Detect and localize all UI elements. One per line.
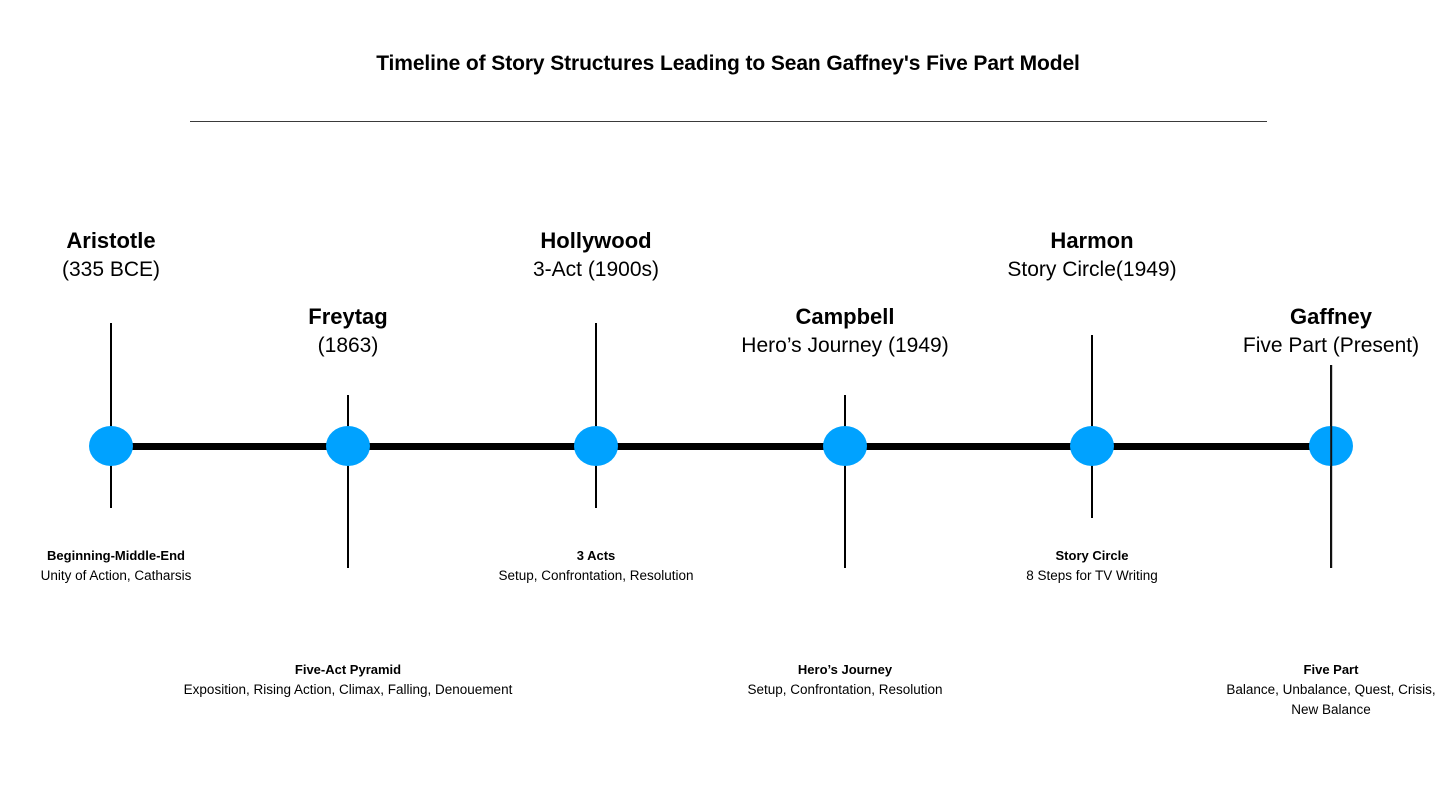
node-label-name-gaffney: Gaffney	[1290, 304, 1372, 329]
node-description-head-hollywood: 3 Acts	[576, 548, 616, 563]
node-stem-hollywood	[595, 323, 597, 508]
node-description-head-freytag: Five-Act Pyramid	[294, 662, 402, 677]
node-label-name-freytag: Freytag	[308, 304, 388, 329]
node-description-head-harmon: Story Circle	[1055, 548, 1129, 563]
node-label-freytag: Freytag (1863)	[308, 302, 387, 360]
node-description-body-aristotle: Unity of Action, Catharsis	[40, 567, 192, 583]
timeline-axis	[111, 443, 1331, 450]
node-description-body-campbell: Setup, Confrontation, Resolution	[747, 681, 943, 697]
node-description-head-campbell: Hero’s Journey	[797, 662, 893, 677]
node-description-body-hollywood: Setup, Confrontation, Resolution	[498, 567, 694, 583]
node-label-date-hollywood: 3-Act (1900s)	[532, 257, 660, 281]
timeline-dot-aristotle[interactable]	[89, 426, 133, 466]
title-divider	[190, 121, 1267, 122]
node-stem-freytag	[347, 395, 349, 568]
node-description-head-gaffney: Five Part	[1303, 662, 1359, 677]
node-label-name-campbell: Campbell	[795, 304, 895, 329]
timeline-dot-harmon[interactable]	[1070, 426, 1114, 466]
node-label-name-aristotle: Aristotle	[66, 228, 156, 253]
node-label-name-harmon: Harmon	[1050, 228, 1134, 253]
node-description-body-gaffney: Balance, Unbalance, Quest, Crisis, New B…	[1226, 681, 1436, 717]
page-title: Timeline of Story Structures Leading to …	[376, 52, 1080, 75]
timeline-dot-campbell[interactable]	[823, 426, 867, 466]
node-description-head-aristotle: Beginning-Middle-End	[47, 548, 185, 563]
node-label-date-freytag: (1863)	[317, 333, 379, 357]
node-stem-overlay-gaffney	[1330, 365, 1332, 568]
node-label-hollywood: Hollywood 3-Act (1900s)	[533, 226, 659, 284]
node-label-name-hollywood: Hollywood	[540, 228, 652, 253]
node-label-date-harmon: Story Circle(1949)	[1007, 257, 1177, 281]
node-label-date-gaffney: Five Part (Present)	[1242, 333, 1420, 357]
node-description-body-harmon: 8 Steps for TV Writing	[1026, 567, 1158, 583]
timeline-dot-hollywood[interactable]	[574, 426, 618, 466]
node-label-date-aristotle: (335 BCE)	[61, 257, 161, 281]
node-label-aristotle: Aristotle (335 BCE)	[62, 226, 160, 284]
node-label-date-campbell: Hero’s Journey (1949)	[741, 333, 949, 357]
node-description-body-freytag: Exposition, Rising Action, Climax, Falli…	[183, 681, 513, 697]
node-stem-aristotle	[110, 323, 112, 508]
timeline-dot-freytag[interactable]	[326, 426, 370, 466]
node-stem-campbell	[844, 395, 846, 568]
node-description-harmon: Story Circle 8 Steps for TV Writing	[1026, 546, 1158, 586]
